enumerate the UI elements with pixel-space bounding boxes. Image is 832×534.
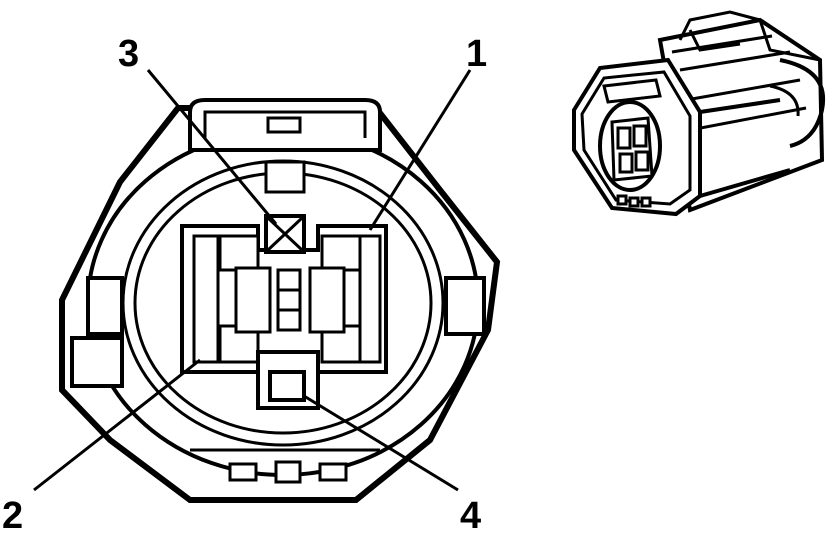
callout-label-1: 1 (466, 33, 487, 75)
connector-housing-outline (59, 105, 501, 503)
leader-line-1 (368, 69, 472, 231)
callout-labels: 3 1 2 4 (2, 33, 487, 534)
terminal-4-marker (256, 350, 320, 410)
callout-label-2: 2 (2, 495, 23, 534)
bottom-slots (190, 448, 380, 484)
terminal-3-marker (264, 214, 306, 254)
leader-lines (33, 69, 472, 492)
connector-face-view (59, 98, 501, 503)
leader-line-4 (303, 394, 459, 492)
right-side-tab (444, 276, 486, 336)
top-latch (188, 98, 382, 194)
leader-line-2 (33, 358, 201, 492)
callout-label-4: 4 (460, 495, 481, 534)
terminal-block (180, 224, 388, 374)
callout-label-3: 3 (118, 33, 139, 75)
left-side-tab (86, 276, 124, 336)
connector-perspective-view (572, 10, 826, 217)
left-lower-tab (70, 336, 124, 388)
leader-line-3 (146, 69, 278, 225)
